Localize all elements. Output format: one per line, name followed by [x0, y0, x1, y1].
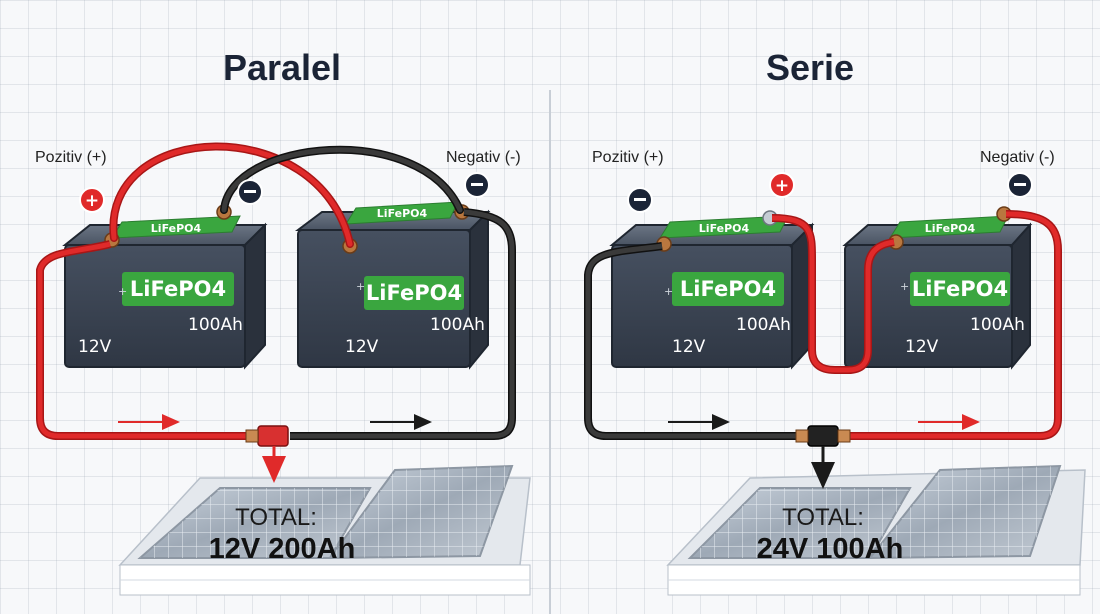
svg-text:+: +	[775, 176, 789, 196]
series-title: Serie	[766, 47, 854, 88]
parallel-roof-solar	[120, 466, 530, 595]
plus-circle-icon: +	[80, 188, 104, 212]
battery-top-label: LiFePO4	[151, 222, 202, 235]
svg-text:+: +	[900, 280, 909, 293]
battery-top-label: LiFePO4	[377, 207, 428, 220]
svg-text:+: +	[356, 280, 365, 293]
minus-circle-icon	[1008, 173, 1032, 197]
series-total-value: 24V 100Ah	[757, 533, 904, 565]
battery-top-label: LiFePO4	[699, 222, 750, 235]
battery-brand: LiFePO4	[912, 277, 1008, 301]
series-junction	[808, 426, 838, 446]
svg-text:+: +	[118, 285, 127, 298]
svg-text:+: +	[85, 191, 99, 211]
battery-brand: LiFePO4	[680, 277, 776, 301]
parallel-battery-2: LiFePO4 LiFePO4 12V 100Ah +	[298, 202, 488, 367]
minus-circle-icon	[238, 180, 262, 204]
plus-circle-icon: +	[770, 173, 794, 197]
svg-text:+: +	[664, 285, 673, 298]
battery-top-label: LiFePO4	[925, 222, 976, 235]
battery-brand: LiFePO4	[366, 281, 462, 305]
series-roof-solar	[668, 466, 1085, 595]
parallel-battery-1: LiFePO4 LiFePO4 12V 100Ah +	[65, 205, 265, 367]
battery-capacity: 100Ah	[188, 315, 243, 335]
parallel-total-value: 12V 200Ah	[209, 533, 356, 565]
battery-brand: LiFePO4	[130, 277, 226, 301]
battery-voltage: 12V	[78, 337, 112, 357]
series-battery-2: LiFePO4 LiFePO4 12V 100Ah +	[845, 207, 1030, 367]
battery-capacity: 100Ah	[970, 315, 1025, 335]
battery-voltage: 12V	[905, 337, 939, 357]
series-positive-label: Pozitiv (+)	[592, 149, 664, 166]
series-panel: Serie Pozitiv (+) Negativ (-) LiFePO4 Li…	[588, 47, 1085, 595]
parallel-positive-label: Pozitiv (+)	[35, 149, 107, 166]
series-total-label: TOTAL:	[782, 504, 864, 531]
battery-capacity: 100Ah	[430, 315, 485, 335]
parallel-title: Paralel	[223, 47, 341, 88]
parallel-negative-label: Negativ (-)	[446, 149, 521, 166]
parallel-junction	[258, 426, 288, 446]
minus-circle-icon	[628, 188, 652, 212]
series-negative-label: Negativ (-)	[980, 149, 1055, 166]
battery-voltage: 12V	[345, 337, 379, 357]
parallel-panel: Paralel Pozitiv (+) Negativ (-) LiFePO4 …	[35, 47, 530, 595]
series-battery-1: LiFePO4 LiFePO4 12V 100Ah +	[612, 211, 812, 367]
battery-capacity: 100Ah	[736, 315, 791, 335]
battery-voltage: 12V	[672, 337, 706, 357]
parallel-total-label: TOTAL:	[235, 504, 317, 531]
minus-circle-icon	[465, 173, 489, 197]
